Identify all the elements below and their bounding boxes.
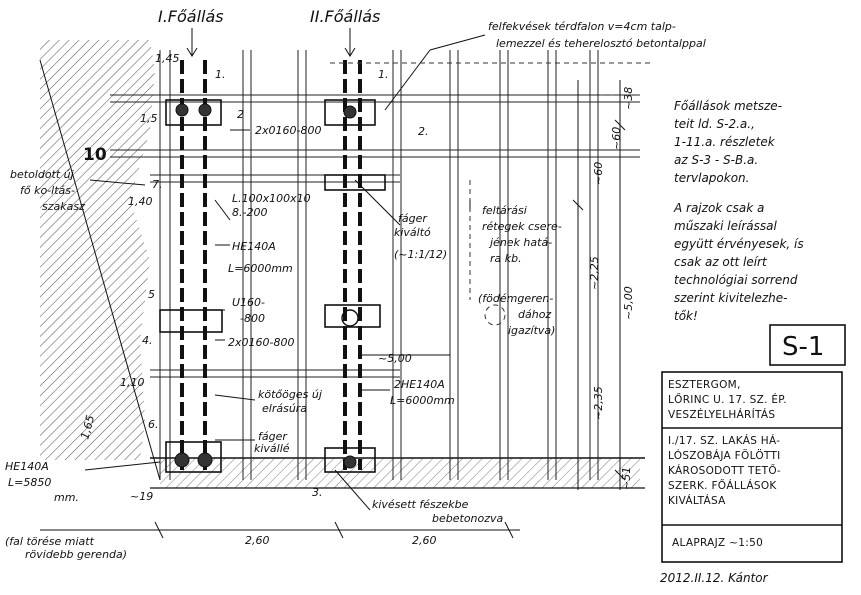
label-2-frame2: 2. <box>418 125 429 138</box>
side-note-line: technológiai sorrend <box>674 273 798 287</box>
label-kivesett-1: kivésett fészekbe <box>372 498 469 511</box>
sheet-number: S-1 <box>782 332 824 362</box>
title-subject-line: LÓSZOBÁJA FÖLÖTTI <box>668 449 781 462</box>
label-4: 4. <box>142 334 153 347</box>
label-mm: mm. <box>54 491 79 504</box>
dim-38: ~38 <box>622 87 635 110</box>
dim-60-a: ~60 <box>592 162 605 185</box>
label-feltarasi-3: jének hatá- <box>488 236 552 249</box>
title-subject-line: SZERK. FŐÁLLÁSOK <box>668 478 777 492</box>
dim-1-45: 1,45 <box>155 52 180 65</box>
frame-2-title: II.Főállás <box>310 7 380 26</box>
note-betoldott-1: betoldott új <box>10 168 75 181</box>
note-support-2: lemezzel és teherelosztó betontalppal <box>496 37 706 50</box>
side-note-line: A rajzok csak a <box>673 201 764 215</box>
dim-2-60-b: 2,60 <box>412 534 437 547</box>
note-betoldott-3: szakasz <box>42 200 85 213</box>
title-subject-line: KÁROSODOTT TETŐ- <box>668 463 781 477</box>
frame-1-title: I.Főállás <box>158 7 224 26</box>
label-5: 5 <box>148 288 155 301</box>
label-1-40: 1,40 <box>128 195 153 208</box>
wall-hatch-bottom <box>150 457 645 489</box>
date-signature: 2012.II.12. Kántor <box>660 571 769 585</box>
side-note-line: Főállások metsze- <box>674 99 782 113</box>
label-3: 3. <box>312 486 323 499</box>
title-block: ESZTERGOM, LŐRINC U. 17. SZ. ÉP. VESZÉLY… <box>661 371 843 563</box>
label-1-5: 1,5 <box>140 112 158 125</box>
side-notes: Főállások metsze- teit ld. S-2.a., 1-11.… <box>673 99 804 323</box>
label-2he140a: 2HE140A <box>394 378 445 391</box>
dim-5-00-v: ~5,00 <box>622 286 635 320</box>
label-kivesett-2: bebetonozva <box>432 512 504 525</box>
note-betoldott-2: fő ko-ltás- <box>20 184 75 197</box>
label-kotoges-1: kötőöges új <box>258 388 323 401</box>
dim-2-60-a: 2,60 <box>245 534 270 547</box>
label-fager-right-2: kiváltó <box>394 226 431 239</box>
side-note-line: teit ld. S-2.a., <box>674 117 755 131</box>
label-feltarasi-4: ra kb. <box>490 252 522 265</box>
title-subject-line: KIVÁLTÁSA <box>668 494 726 507</box>
label-feltarasi-7: igazítva) <box>508 324 555 337</box>
dim-2-35: ~2,35 <box>592 386 605 420</box>
label-angle: L.100x100x10 <box>232 192 311 205</box>
label-fager-right-1: fáger <box>398 212 428 225</box>
label-l6000: L=6000mm <box>228 262 293 275</box>
title-subject-line: I./17. SZ. LAKÁS HÁ- <box>668 434 780 447</box>
label-kotoges-2: elrásúra <box>262 402 307 415</box>
dim-60-b: ~60 <box>610 127 623 150</box>
label-fager-2: kivállé <box>254 442 290 455</box>
label-19: ~19 <box>130 490 153 503</box>
title-scale: ALAPRAJZ ~1:50 <box>672 537 763 549</box>
sheet-number-box: S-1 <box>769 324 846 366</box>
side-note-line: tők! <box>674 309 698 323</box>
label-2x0160-top: 2x0160-800 <box>255 124 321 137</box>
side-note-line: 1-11.a. részletek <box>674 135 776 149</box>
side-note-line: tervlapokon. <box>674 171 749 185</box>
wall-hatch-left <box>40 40 155 460</box>
title-project-line: ESZTERGOM, <box>668 379 741 391</box>
label-6: 6. <box>148 418 159 431</box>
label-feltarasi-5: (födémgeren- <box>478 292 553 305</box>
leader-lines <box>84 28 486 511</box>
dim-5-00-h: ~5,00 <box>378 352 412 365</box>
side-note-line: szerint kivitelezhe- <box>674 291 787 305</box>
rafters <box>159 50 599 480</box>
main-frame-1 <box>159 60 223 473</box>
label-l5850: L=5850 <box>8 476 51 489</box>
label-feltarasi-6: dához <box>518 308 551 321</box>
title-project-line: VESZÉLYELHÁRÍTÁS <box>668 408 775 421</box>
label-u160-2: -800 <box>240 312 265 325</box>
label-ratio: (~1:1/12) <box>394 248 447 261</box>
label-he140a: HE140A <box>232 240 276 253</box>
note-support-1: felfekvések térdfalon v=4cm talp- <box>488 20 676 33</box>
label-feltarasi-1: feltárási <box>482 204 527 217</box>
purlins <box>110 94 640 378</box>
label-angle-2: 8.-200 <box>232 206 267 219</box>
dim-1-65: 1,65 <box>78 414 97 441</box>
label-feltarasi-2: rétegek csere- <box>482 220 562 233</box>
title-project-line: LŐRINC U. 17. SZ. ÉP. <box>668 392 787 406</box>
dimension-lines <box>39 59 626 539</box>
side-note-line: az S-3 - S-B.a. <box>674 153 758 167</box>
side-note-line: műszaki leírással <box>674 219 777 233</box>
label-2x0160-mid: 2x0160-800 <box>228 336 294 349</box>
label-l6000b: L=6000mm <box>390 394 455 407</box>
label-2-frame1: 2 <box>237 108 244 121</box>
label-u160: U160- <box>232 296 265 309</box>
label-1-frame2: 1. <box>378 68 389 81</box>
label-he140a-left: HE140A <box>5 460 49 473</box>
label-1-10: 1,10 <box>120 376 145 389</box>
label-fal-1: (fal törése miatt <box>5 535 95 548</box>
dim-51: ~51 <box>620 467 633 490</box>
main-frame-2 <box>324 60 386 473</box>
label-7: 7. <box>152 178 163 191</box>
label-fal-2: rövidebb gerenda) <box>25 548 127 561</box>
side-note-line: együtt érvényesek, ís <box>674 237 804 251</box>
label-10: 10 <box>83 145 107 165</box>
dim-2-25: ~2,25 <box>588 256 601 290</box>
label-fager-1: fáger <box>258 430 288 443</box>
label-1-frame1: 1. <box>215 68 226 81</box>
side-note-line: csak az ott leírt <box>674 255 768 269</box>
